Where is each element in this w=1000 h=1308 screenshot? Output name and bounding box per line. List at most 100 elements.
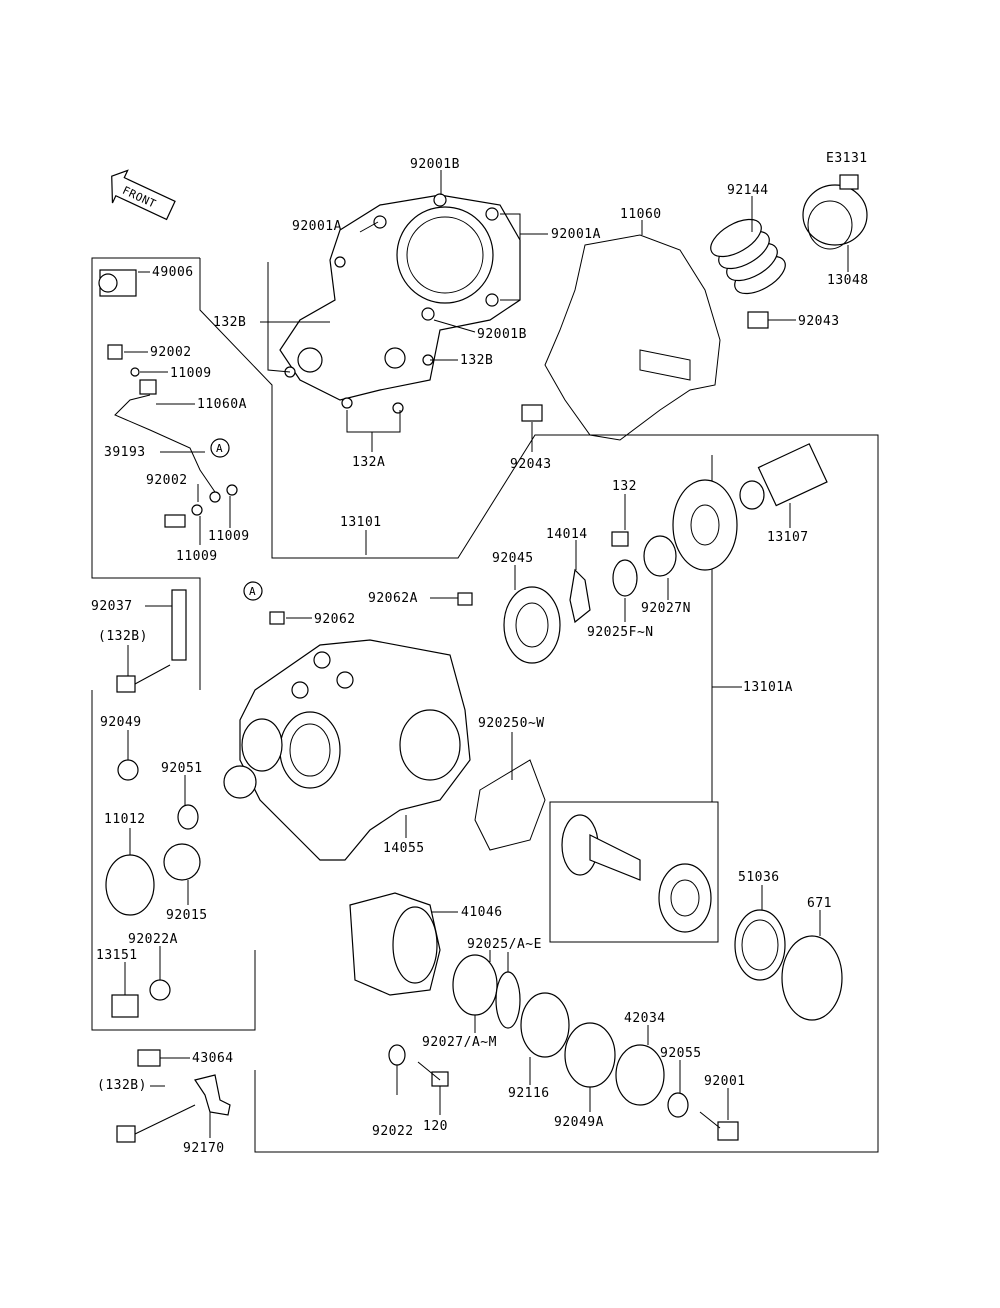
rear-cover bbox=[279, 193, 521, 414]
cam-13048 bbox=[802, 174, 868, 250]
group-frame-13101 bbox=[199, 258, 879, 1153]
label-132B-paren-1: (132B) bbox=[98, 629, 148, 644]
label-132: 132 bbox=[612, 479, 637, 494]
spring-92144 bbox=[710, 218, 786, 295]
group-frame-lower-left bbox=[91, 690, 256, 1031]
label-92002-lower: 92002 bbox=[146, 473, 188, 488]
label-11060: 11060 bbox=[620, 207, 662, 222]
plate-14014 bbox=[569, 568, 591, 624]
label-11012: 11012 bbox=[104, 812, 146, 827]
group-frame-left bbox=[91, 257, 201, 690]
label-11009-lower: 11009 bbox=[176, 549, 218, 564]
nut-92015 bbox=[163, 843, 201, 881]
gear-housing-14055 bbox=[223, 639, 471, 861]
ref-mark-A-1 bbox=[210, 438, 230, 458]
label-13151: 13151 bbox=[96, 948, 138, 963]
label-120: 120 bbox=[423, 1119, 448, 1134]
shaft-13107 bbox=[739, 443, 828, 510]
label-39193: 39193 bbox=[104, 445, 146, 460]
ref-A-label-2: A bbox=[249, 585, 256, 598]
label-41046: 41046 bbox=[461, 905, 503, 920]
front-arrow-icon: FRONT bbox=[111, 169, 176, 221]
label-49006: 49006 bbox=[152, 265, 194, 280]
bolt-92002-upper bbox=[107, 344, 123, 360]
bearing-92049A bbox=[564, 1022, 616, 1088]
label-92001A-right: 92001A bbox=[551, 227, 601, 242]
label-92170: 92170 bbox=[183, 1141, 225, 1156]
label-920250W: 920250~W bbox=[478, 716, 545, 731]
holder-41046 bbox=[349, 892, 441, 996]
label-92062A: 92062A bbox=[368, 591, 418, 606]
o-ring-92055 bbox=[667, 1092, 689, 1118]
switch-13151 bbox=[111, 994, 139, 1018]
label-92062: 92062 bbox=[314, 612, 356, 627]
label-92022A: 92022A bbox=[128, 932, 178, 947]
leader-lines bbox=[124, 170, 849, 1138]
label-11060A: 11060A bbox=[197, 397, 247, 412]
dowel-92043-lower bbox=[521, 404, 543, 422]
seal-92049 bbox=[117, 759, 139, 781]
bolt-120 bbox=[431, 1071, 449, 1087]
label-92001B-bottom: 92001B bbox=[477, 327, 527, 342]
clamp-92170 bbox=[194, 1074, 231, 1116]
label-92051: 92051 bbox=[161, 761, 203, 776]
group-frame-13101A bbox=[549, 801, 719, 943]
label-92037: 92037 bbox=[91, 599, 133, 614]
washer-11009-c bbox=[226, 484, 238, 496]
bolt-92001 bbox=[717, 1121, 739, 1141]
grommet-43064 bbox=[137, 1049, 161, 1067]
label-92015: 92015 bbox=[166, 908, 208, 923]
cap-11012 bbox=[105, 854, 155, 916]
ref-mark-A-2 bbox=[243, 581, 263, 601]
label-92001: 92001 bbox=[704, 1074, 746, 1089]
label-11009-right: 11009 bbox=[208, 529, 250, 544]
label-92144: 92144 bbox=[727, 183, 769, 198]
dowel-92043-upper bbox=[747, 311, 769, 329]
label-14014: 14014 bbox=[546, 527, 588, 542]
washer-11009-b bbox=[209, 491, 221, 503]
label-92022: 92022 bbox=[372, 1124, 414, 1139]
label-92025AE: 92025/A~E bbox=[467, 937, 542, 952]
plug-92062 bbox=[269, 611, 285, 625]
label-92002-upper: 92002 bbox=[150, 345, 192, 360]
label-14055: 14055 bbox=[383, 841, 425, 856]
washer-92022 bbox=[388, 1044, 406, 1066]
label-13048: 13048 bbox=[827, 273, 869, 288]
o-ring-671 bbox=[781, 935, 843, 1021]
sensor-49006 bbox=[98, 269, 137, 297]
label-92045: 92045 bbox=[492, 551, 534, 566]
label-92043-bottom: 92043 bbox=[510, 457, 552, 472]
label-132B-paren-2: (132B) bbox=[97, 1078, 147, 1093]
bolt-132B-lower bbox=[116, 1125, 136, 1143]
gear-42034 bbox=[615, 1044, 665, 1106]
label-92001B-top: 92001B bbox=[410, 157, 460, 172]
label-92049A: 92049A bbox=[554, 1115, 604, 1130]
bracket-92037 bbox=[171, 589, 187, 661]
label-132A: 132A bbox=[352, 455, 385, 470]
diagram-code: E3131 bbox=[826, 151, 868, 166]
label-92055: 92055 bbox=[660, 1046, 702, 1061]
gasket-11060 bbox=[544, 234, 721, 441]
label-13107: 13107 bbox=[767, 530, 809, 545]
gasket-92022A bbox=[149, 979, 171, 1001]
label-13101A: 13101A bbox=[743, 680, 793, 695]
pipe-39193 bbox=[114, 394, 216, 493]
bolt-92002-lower bbox=[164, 514, 186, 528]
ref-A-label-1: A bbox=[216, 442, 223, 455]
bearing-92045 bbox=[503, 586, 561, 664]
label-43064: 43064 bbox=[192, 1051, 234, 1066]
collar-92027N bbox=[643, 535, 677, 577]
bevel-gear-13101A bbox=[561, 814, 712, 933]
ring-92051 bbox=[177, 804, 199, 830]
label-92049: 92049 bbox=[100, 715, 142, 730]
label-42034: 42034 bbox=[624, 1011, 666, 1026]
part-labels: 49006 92002 11009 11060A 39193 92002 110… bbox=[91, 157, 869, 1156]
gear-sprocket bbox=[672, 479, 738, 571]
bearing-92116 bbox=[520, 992, 570, 1058]
washer-11009-a bbox=[191, 504, 203, 516]
bolt-132 bbox=[611, 531, 629, 547]
shim-92025FN bbox=[612, 559, 638, 597]
bolt-132B-upper bbox=[116, 675, 136, 693]
plug-92062A bbox=[457, 592, 473, 606]
